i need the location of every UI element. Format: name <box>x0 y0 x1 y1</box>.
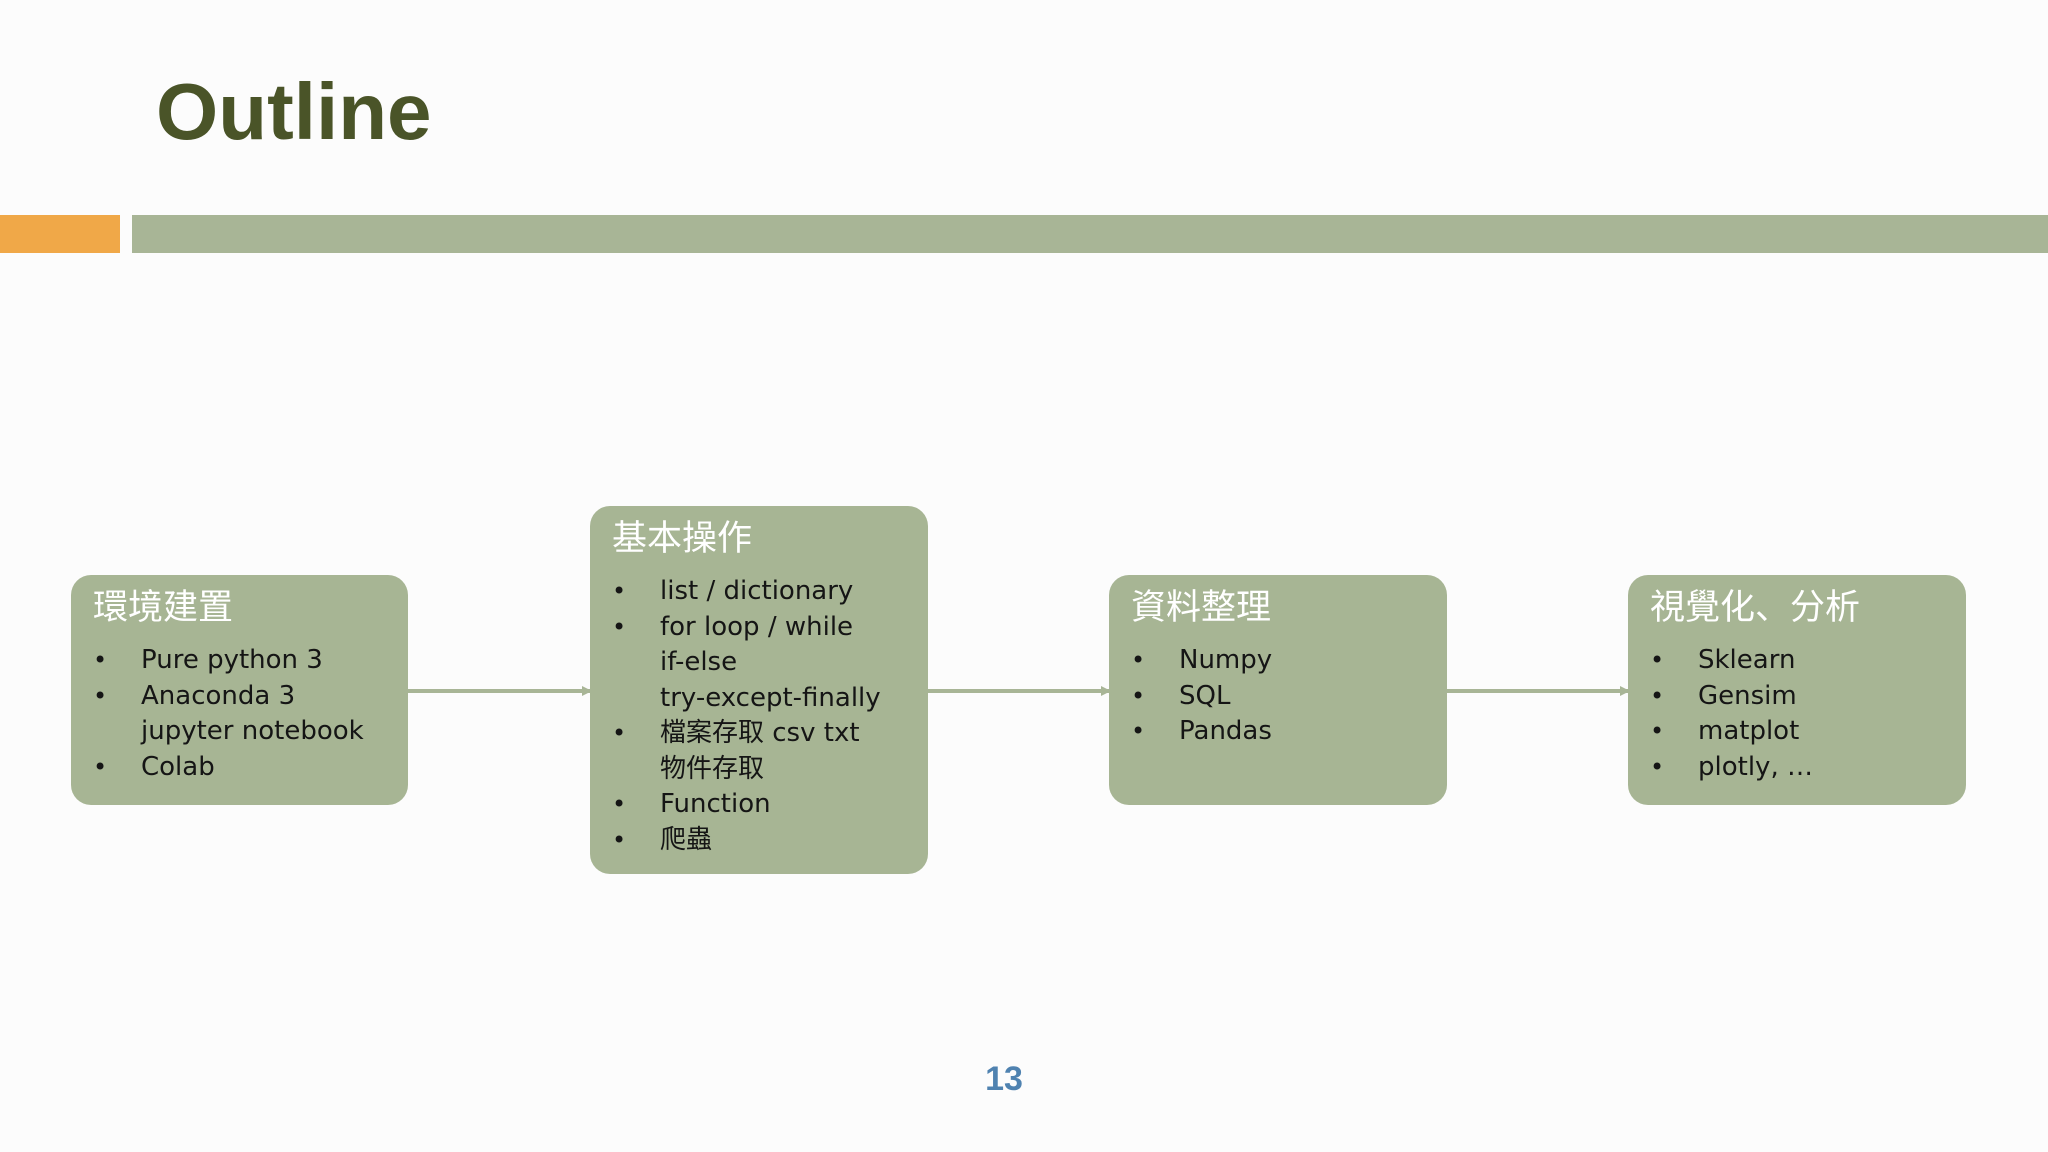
list-item-continuation: try-except-finally <box>660 682 881 713</box>
list-item: Numpy <box>1131 643 1425 679</box>
accent-bar <box>0 215 120 253</box>
list-item: Sklearn <box>1650 643 1944 679</box>
list-item: Pandas <box>1131 714 1425 750</box>
list-item: list / dictionary <box>612 574 906 610</box>
list-item: Anaconda 3 <box>93 679 386 715</box>
slide-title: Outline <box>156 67 432 156</box>
flow-step-basic-operations: 基本操作 list / dictionary for loop / while … <box>590 506 928 874</box>
step-item-list: list / dictionary for loop / while if-el… <box>612 574 906 858</box>
step-title: 基本操作 <box>612 519 753 559</box>
list-item: Function <box>612 787 906 823</box>
list-item: matplot <box>1650 714 1944 750</box>
list-item: SQL <box>1131 679 1425 715</box>
step-title: 環境建置 <box>93 588 234 628</box>
list-item: for loop / while <box>612 610 906 646</box>
list-item-continuation: if-else <box>660 647 738 677</box>
header-divider-bar <box>132 215 2048 253</box>
flow-step-environment-setup: 環境建置 Pure python 3 Anaconda 3 jupyter no… <box>71 575 408 805</box>
list-item: Gensim <box>1650 679 1944 715</box>
page-number: 13 <box>985 1060 1023 1098</box>
step-item-list: Pure python 3 Anaconda 3 jupyter noteboo… <box>93 643 386 785</box>
step-title: 視覺化、分析 <box>1650 588 1861 628</box>
list-item-continuation: 物件存取 <box>660 753 765 784</box>
step-item-list: Numpy SQL Pandas <box>1131 643 1425 750</box>
step-title: 資料整理 <box>1131 588 1272 628</box>
list-item: Pure python 3 <box>93 643 386 679</box>
flow-step-visualization-analysis: 視覺化、分析 Sklearn Gensim matplot plotly, … <box>1628 575 1966 805</box>
list-item-continuation: jupyter notebook <box>141 716 364 746</box>
list-item: plotly, … <box>1650 750 1944 786</box>
step-item-list: Sklearn Gensim matplot plotly, … <box>1650 643 1944 785</box>
flow-step-data-wrangling: 資料整理 Numpy SQL Pandas <box>1109 575 1447 805</box>
list-item: Colab <box>93 750 386 786</box>
list-item: 檔案存取 csv txt <box>612 716 906 752</box>
list-item: 爬蟲 <box>612 823 906 859</box>
